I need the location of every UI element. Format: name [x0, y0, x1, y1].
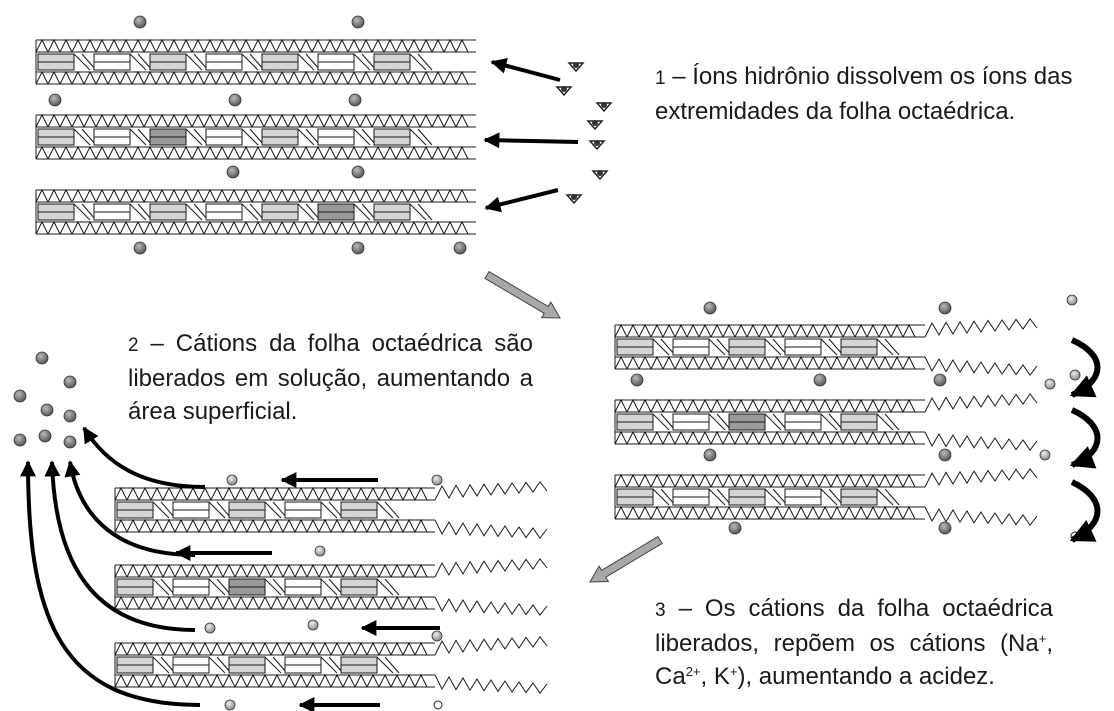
- released-ion: [431, 474, 443, 486]
- ion-calcium-charge: 2+: [685, 664, 701, 679]
- cation-ion: [630, 373, 644, 387]
- clay-layer: [614, 317, 1038, 377]
- cation-ion: [938, 301, 952, 315]
- cation-ion: [228, 93, 242, 107]
- arrow: [64, 460, 196, 557]
- step-2-number: 2: [128, 335, 139, 356]
- released-ion: [1044, 378, 1056, 390]
- cation-ion: [63, 409, 77, 423]
- cation-ion: [938, 521, 952, 535]
- arrow: [44, 460, 196, 632]
- cation-ion: [38, 429, 52, 443]
- cation-ion: [938, 448, 952, 462]
- released-ion: [314, 545, 326, 557]
- clay-layer: [614, 467, 1038, 527]
- clay-layer: [114, 635, 548, 695]
- step-1-number: 1: [655, 68, 666, 89]
- released-ion: [1066, 294, 1078, 306]
- cation-ion: [351, 241, 365, 255]
- clay-layer: [114, 480, 548, 540]
- step-3-text-before: – Os cátions da folha octaédrica liberad…: [655, 595, 1053, 657]
- cation-ion: [728, 521, 742, 535]
- cation-ion: [13, 433, 27, 447]
- released-ion: [1039, 449, 1051, 461]
- arrow: [82, 426, 206, 489]
- clay-layer: [114, 557, 548, 617]
- transfer-arrow: [589, 535, 663, 583]
- released-ion: [226, 474, 238, 486]
- released-ion: [204, 622, 216, 634]
- curved-arrow: [1069, 479, 1101, 543]
- ion-sodium: Na: [1008, 630, 1039, 657]
- ion-calcium: Ca: [655, 663, 686, 690]
- cation-ion: [703, 301, 717, 315]
- cation-ion: [813, 373, 827, 387]
- cation-ion: [348, 93, 362, 107]
- step-1-caption: 1 – Íons hidrônio dissolvem os íons das …: [655, 60, 1085, 128]
- separator-1: ,: [1046, 630, 1053, 657]
- cation-ion: [40, 403, 54, 417]
- cation-ion: [63, 375, 77, 389]
- arrow: [484, 188, 559, 213]
- released-ion: [224, 699, 236, 711]
- cation-ion: [133, 241, 147, 255]
- step-2-caption: 2 – Cátions da folha octaédrica são libe…: [128, 327, 533, 428]
- separator-2: ,: [700, 663, 714, 690]
- cation-ion: [453, 241, 467, 255]
- transfer-arrow: [484, 270, 561, 319]
- arrow: [483, 132, 579, 149]
- cation-ion: [48, 93, 62, 107]
- cation-ion: [703, 448, 717, 462]
- clay-layer: [614, 392, 1038, 452]
- released-ion: [1069, 369, 1081, 381]
- cation-ion: [226, 165, 240, 179]
- step-3-number: 3: [655, 600, 666, 621]
- step-2-text: – Cátions da folha octaédrica são libera…: [128, 330, 533, 425]
- cation-ion: [133, 15, 147, 29]
- arrow: [490, 57, 561, 82]
- step-3-text-after: ), aumentando a acidez.: [737, 663, 995, 690]
- cation-ion: [351, 15, 365, 29]
- arrow: [20, 460, 201, 707]
- ion-potassium: K: [713, 663, 730, 690]
- cation-ion: [13, 389, 27, 403]
- cation-ion: [933, 373, 947, 387]
- clay-layer: [35, 113, 476, 160]
- cation-ion: [35, 351, 49, 365]
- released-ion: [431, 630, 443, 642]
- clay-layer: [35, 188, 476, 235]
- step-1-text: – Íons hidrônio dissolvem os íons das ex…: [655, 63, 1073, 125]
- cation-ion: [351, 165, 365, 179]
- clay-layer: [35, 38, 476, 85]
- curved-arrow: [1069, 337, 1101, 398]
- cation-ion: [63, 435, 77, 449]
- curved-arrow: [1069, 407, 1101, 469]
- ion-potassium-charge: +: [729, 664, 738, 679]
- released-ion: [433, 700, 443, 710]
- released-ion: [307, 619, 319, 631]
- step-3-caption: 3 – Os cátions da folha octaédrica liber…: [655, 592, 1053, 693]
- ion-sodium-charge: +: [1038, 631, 1047, 646]
